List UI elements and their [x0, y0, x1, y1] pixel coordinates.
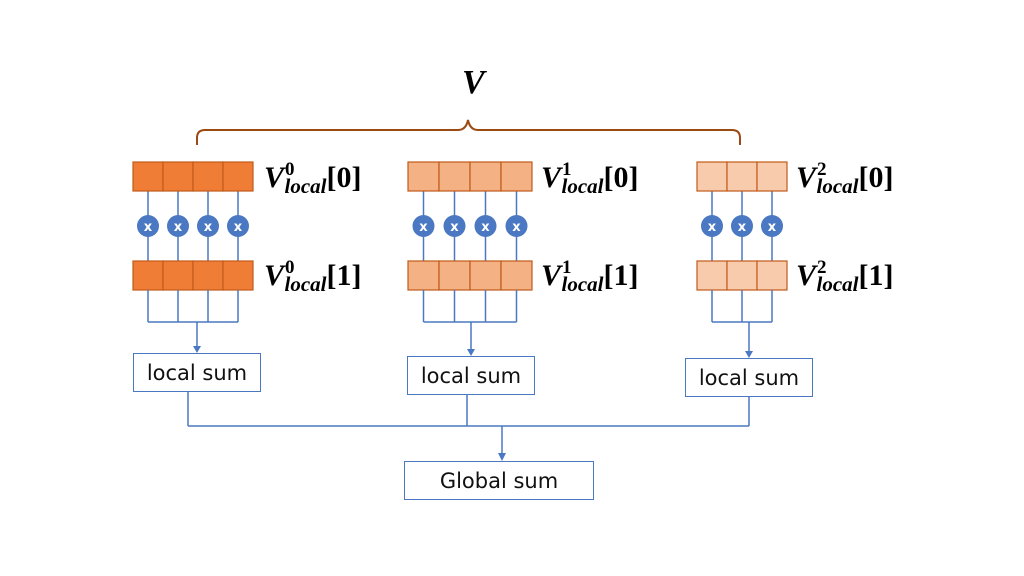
multiply-symbol: x	[204, 220, 213, 235]
multiply-symbol: x	[234, 220, 243, 235]
vector-cell	[696, 260, 728, 291]
label-index: [1]	[603, 259, 639, 292]
multiply-symbol: x	[450, 220, 459, 235]
vector-cell	[500, 161, 533, 192]
multiply-symbol: x	[174, 220, 183, 235]
group0-row1-label: V0local[1]	[264, 258, 362, 295]
multiply-node	[197, 215, 219, 237]
label-sub: local	[284, 272, 327, 296]
multiply-node	[167, 215, 189, 237]
multiply-node	[412, 215, 435, 237]
multiply-symbol: x	[512, 220, 521, 235]
vector-cell	[438, 161, 471, 192]
sum-arrowhead	[193, 346, 201, 353]
multiply-node	[505, 215, 528, 237]
label-index: [0]	[603, 161, 639, 194]
label-rank: 2	[817, 257, 827, 278]
label-sub: local	[284, 174, 327, 198]
label-index: [0]	[326, 161, 362, 194]
vector-cell	[162, 161, 194, 192]
multiply-symbol: x	[738, 220, 747, 235]
label-base: V	[796, 161, 817, 194]
group2-row0-label: V2local[0]	[796, 160, 894, 197]
group0-row0-label: V0local[0]	[264, 160, 362, 197]
label-index: [0]	[858, 161, 894, 194]
multiply-symbol: x	[481, 220, 490, 235]
multiply-symbol: x	[419, 220, 428, 235]
vector-cell	[132, 260, 164, 291]
vector-cell	[756, 161, 788, 192]
curly-brace	[196, 119, 741, 145]
vector-cell	[192, 260, 224, 291]
multiply-node	[474, 215, 497, 237]
vector-cell	[469, 161, 502, 192]
label-sub: local	[816, 272, 859, 296]
multiply-node	[701, 215, 723, 237]
vector-cell	[438, 260, 471, 291]
local-sum-box-2: local sum	[685, 358, 813, 397]
multiply-node	[761, 215, 783, 237]
label-base: V	[264, 161, 285, 194]
multiply-node	[443, 215, 466, 237]
local-sum-box-1: local sum	[407, 356, 535, 395]
sum-arrowhead	[467, 349, 475, 356]
global-sum-box: Global sum	[404, 461, 594, 500]
label-rank: 0	[285, 257, 295, 278]
vector-cell	[132, 161, 164, 192]
vector-cell	[726, 260, 758, 291]
vector-cell	[222, 260, 254, 291]
label-base: V	[541, 259, 562, 292]
vector-cell	[756, 260, 788, 291]
label-rank: 2	[817, 159, 827, 180]
vector-cell	[500, 260, 533, 291]
vector-cell	[407, 260, 440, 291]
group1-row0-label: V1local[0]	[541, 160, 639, 197]
vector-title: V	[462, 64, 485, 101]
vector-cell	[222, 161, 254, 192]
vector-cell	[696, 161, 728, 192]
multiply-symbol: x	[768, 220, 777, 235]
vector-cell	[192, 161, 224, 192]
multiply-symbol: x	[144, 220, 153, 235]
local-sum-box-0: local sum	[133, 353, 261, 392]
label-sub: local	[561, 272, 604, 296]
vector-cell	[469, 260, 502, 291]
multiply-node	[731, 215, 753, 237]
vector-cell	[407, 161, 440, 192]
label-index: [1]	[858, 259, 894, 292]
multiply-symbol: x	[708, 220, 717, 235]
sum-arrowhead	[745, 351, 753, 358]
multiply-node	[137, 215, 159, 237]
global-arrowhead	[498, 453, 506, 461]
label-base: V	[264, 259, 285, 292]
label-base: V	[541, 161, 562, 194]
label-sub: local	[816, 174, 859, 198]
label-rank: 1	[562, 159, 572, 180]
label-rank: 1	[562, 257, 572, 278]
group1-row1-label: V1local[1]	[541, 258, 639, 295]
label-base: V	[796, 259, 817, 292]
label-rank: 0	[285, 159, 295, 180]
vector-cell	[162, 260, 194, 291]
label-sub: local	[561, 174, 604, 198]
label-index: [1]	[326, 259, 362, 292]
vector-cell	[726, 161, 758, 192]
group2-row1-label: V2local[1]	[796, 258, 894, 295]
multiply-node	[227, 215, 249, 237]
